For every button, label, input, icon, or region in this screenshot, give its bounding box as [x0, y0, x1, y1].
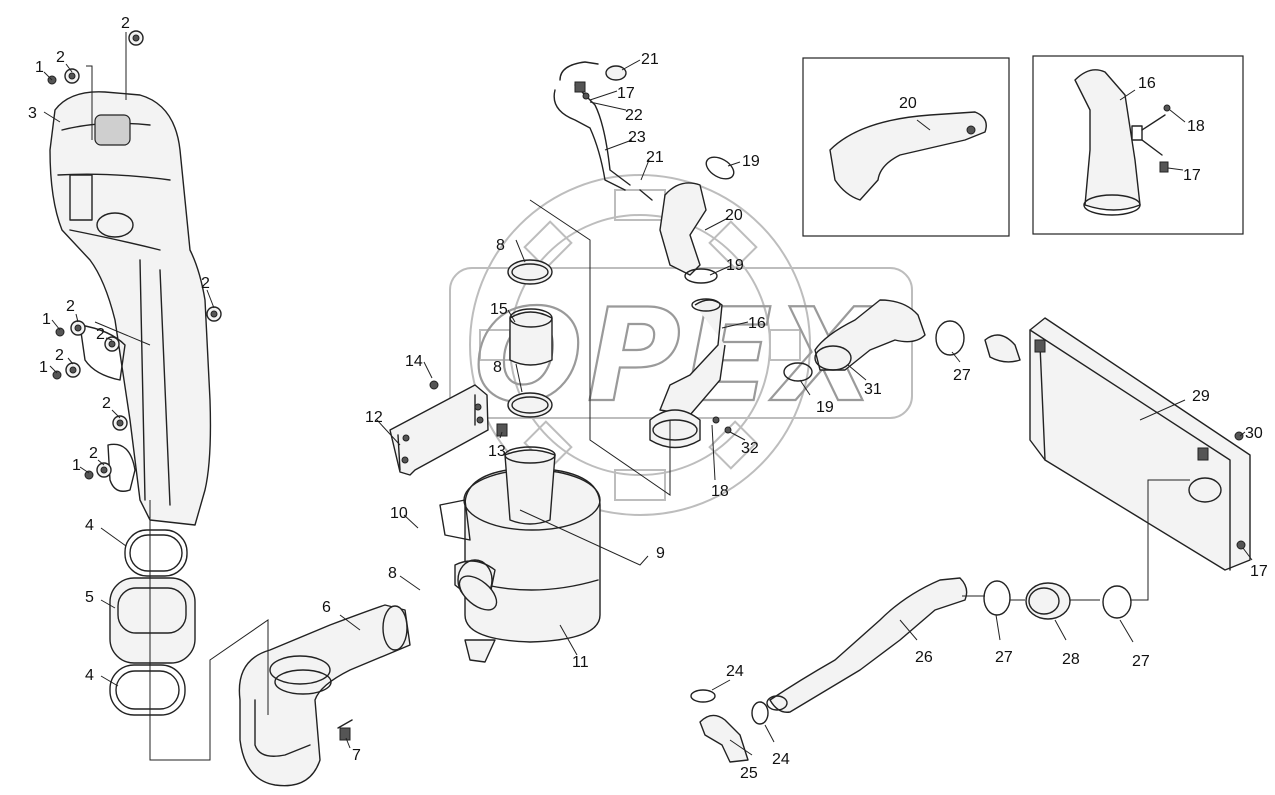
- callout-4-b: 4: [85, 667, 94, 684]
- inset-pipe-part-16: [1074, 69, 1171, 216]
- callout-27-c: 27: [1132, 653, 1150, 670]
- callout-2-e: 2: [96, 326, 105, 343]
- callout-17-b: 17: [1183, 167, 1201, 184]
- callout-17-c: 17: [1250, 563, 1268, 580]
- inset-box-20: [802, 57, 1010, 237]
- callout-30: 30: [1245, 425, 1263, 442]
- callout-17-a: 17: [617, 85, 635, 102]
- callout-31: 31: [864, 381, 882, 398]
- callout-4-a: 4: [85, 517, 94, 534]
- callout-10: 10: [390, 505, 408, 522]
- seals-part-4-5: [109, 529, 196, 716]
- callout-28: 28: [1062, 651, 1080, 668]
- bracket-part-12-14: [389, 380, 508, 476]
- callout-3: 3: [28, 105, 37, 122]
- callout-26: 26: [915, 649, 933, 666]
- inset-pipe-part-20: [829, 111, 987, 201]
- callout-1-b: 1: [42, 311, 51, 328]
- callout-5: 5: [85, 589, 94, 606]
- callout-2-h: 2: [89, 445, 98, 462]
- callout-25: 25: [740, 765, 758, 782]
- callout-8-a: 8: [496, 237, 505, 254]
- callouts: 1 2 2 3 2 2 1 2 2 1 2 2 1 4 5 4 6 7 8 10…: [28, 15, 1268, 782]
- callout-21-a: 21: [641, 51, 659, 68]
- inset-box-16: [1032, 55, 1244, 235]
- callout-2-g: 2: [102, 395, 111, 412]
- bolt-part-7: [337, 719, 353, 741]
- callout-16-a: 16: [1138, 75, 1156, 92]
- callout-14: 14: [405, 353, 423, 370]
- callout-6: 6: [322, 599, 331, 616]
- callout-27-b: 27: [995, 649, 1013, 666]
- pipes-lower-right: [690, 577, 1132, 763]
- callout-8-b: 8: [493, 359, 502, 376]
- callout-2-d: 2: [66, 298, 75, 315]
- callout-2-f: 2: [55, 347, 64, 364]
- callout-1-c: 1: [39, 359, 48, 376]
- callout-8-c: 8: [388, 565, 397, 582]
- intercooler-part-29-31: [783, 299, 1251, 571]
- callout-20-a: 20: [899, 95, 917, 112]
- callout-23: 23: [628, 129, 646, 146]
- callout-12: 12: [365, 409, 383, 426]
- callout-1-a: 1: [35, 59, 44, 76]
- pipes-upper-center: [553, 61, 735, 449]
- callout-19-b: 19: [726, 257, 744, 274]
- callout-9: 9: [656, 545, 665, 562]
- callout-20-b: 20: [725, 207, 743, 224]
- callout-15: 15: [490, 301, 508, 318]
- callout-19-c: 19: [816, 399, 834, 416]
- callout-11: 11: [572, 654, 589, 671]
- callout-24-b: 24: [772, 751, 790, 768]
- callout-29: 29: [1192, 388, 1210, 405]
- callout-7: 7: [352, 747, 361, 764]
- callout-2-b: 2: [121, 15, 130, 32]
- callout-2-a: 2: [56, 49, 65, 66]
- leader-lines: [43, 32, 1253, 756]
- callout-22: 22: [625, 107, 643, 124]
- callout-27-a: 27: [953, 367, 971, 384]
- clamps-part-8-15: [458, 259, 553, 611]
- elbow-hose-part-6: [238, 604, 411, 787]
- callout-1-d: 1: [72, 457, 81, 474]
- reference-lines: [149, 199, 1190, 761]
- callout-32: 32: [741, 440, 759, 457]
- fasteners-left: [47, 30, 222, 480]
- callout-19-a: 19: [742, 153, 760, 170]
- air-filter-part-11: [439, 446, 601, 663]
- callout-21-b: 21: [646, 149, 664, 166]
- callout-18-b: 18: [711, 483, 729, 500]
- callout-2-c: 2: [201, 275, 210, 292]
- gear-watermark-icon: [469, 174, 811, 516]
- callout-13: 13: [488, 443, 506, 460]
- intake-duct-part-3: [49, 91, 212, 526]
- callout-18-a: 18: [1187, 118, 1205, 135]
- callout-24-a: 24: [726, 663, 744, 680]
- callout-16-b: 16: [748, 315, 766, 332]
